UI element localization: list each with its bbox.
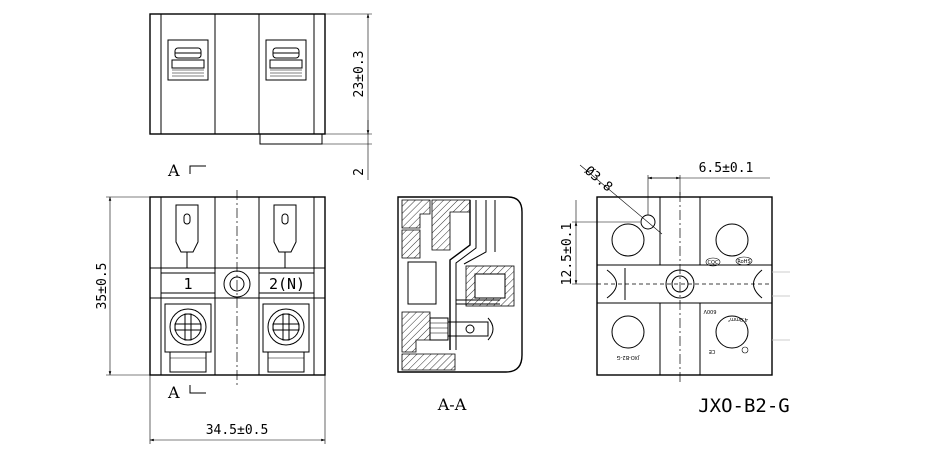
section-view: A-A [397,196,523,414]
back-view: CQC RoHS 4.0mm² 600V JXO-B2-G CE Ø3.8 6.… [560,161,790,417]
screw-head-top-1 [167,39,209,81]
top-height-dimension: 23±0.3 [352,51,367,98]
screw-head-top-2 [265,39,307,81]
terminal-screw-1 [164,303,212,373]
model-number: JXO-B2-G [698,395,790,417]
top-view: 23±0.3 2 [149,13,372,180]
marking-current: 4.0mm² [728,316,748,322]
back-hole-top-left [611,223,645,257]
front-height-dimension: 35±0.5 [95,263,110,310]
front-view: A A 1 2(N) [95,161,326,444]
cert-rohs: RoHS [737,259,750,265]
marking-voltage: 600V [703,308,717,314]
back-hole-bottom-right [715,315,749,349]
back-hole-top-right [715,223,749,257]
cert-cqc: CQC [708,260,719,266]
blade-terminal-1 [175,204,199,268]
marking-model: JXO-B2-G [617,354,641,360]
terminal-1-label: 1 [183,275,192,293]
section-label: A-A [437,395,467,414]
offset-y-dimension: 12.5±0.1 [560,223,575,286]
back-center-hole [665,269,695,299]
cert-ce: CE [709,348,716,354]
back-hole-bottom-left [611,315,645,349]
terminal-screw-2 [262,303,310,373]
offset-x-dimension: 6.5±0.1 [699,161,754,176]
front-width-dimension: 34.5±0.5 [206,423,269,438]
mounting-hole [223,270,251,298]
top-base-dimension: 2 [352,168,367,176]
blade-terminal-2 [273,204,297,268]
section-mark-top: A [167,161,180,180]
terminal-2-label: 2(N) [269,275,305,293]
section-mark-bottom: A [167,383,180,402]
